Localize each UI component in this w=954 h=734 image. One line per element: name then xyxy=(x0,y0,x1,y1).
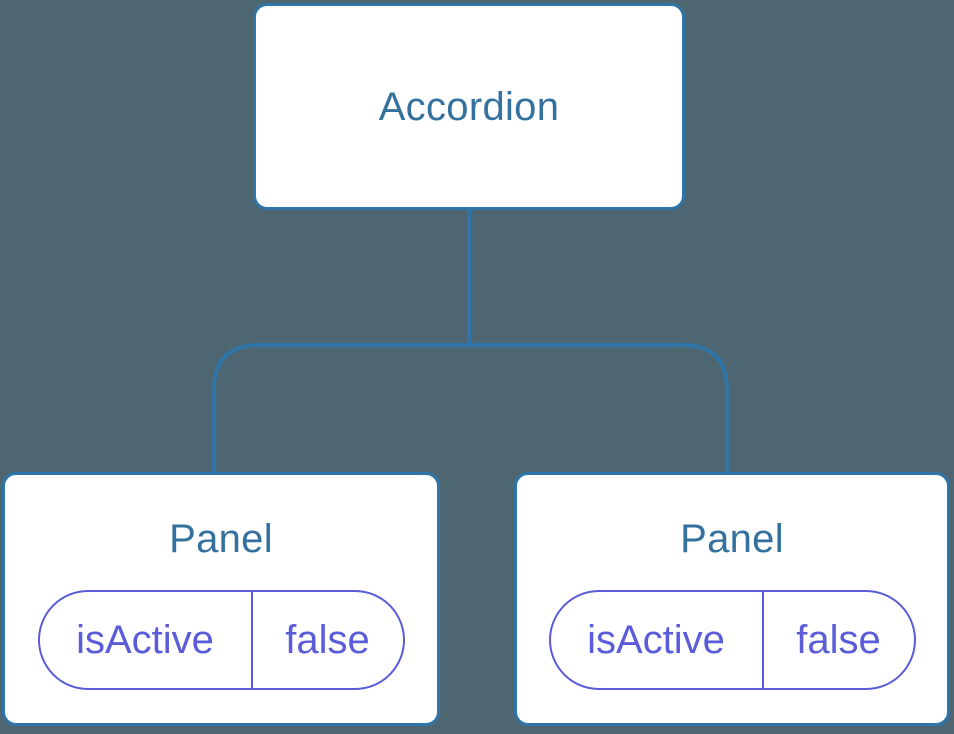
panel-left-state-pill: isActive false xyxy=(37,590,405,690)
state-value-label: false xyxy=(796,617,881,662)
state-key-label: isActive xyxy=(40,592,253,688)
state-key-label: isActive xyxy=(551,592,764,688)
panel-left-label: Panel xyxy=(169,517,273,561)
panel-right-state-pill: isActive false xyxy=(548,590,916,690)
accordion-node-label: Accordion xyxy=(378,84,560,129)
panel-node-right: Panel isActive false xyxy=(514,472,950,726)
panel-right-label: Panel xyxy=(680,517,784,561)
state-value-label: false xyxy=(285,617,370,662)
branch-bracket-line xyxy=(212,343,729,473)
panel-node-left: Panel isActive false xyxy=(2,472,440,726)
accordion-node: Accordion xyxy=(253,3,685,210)
